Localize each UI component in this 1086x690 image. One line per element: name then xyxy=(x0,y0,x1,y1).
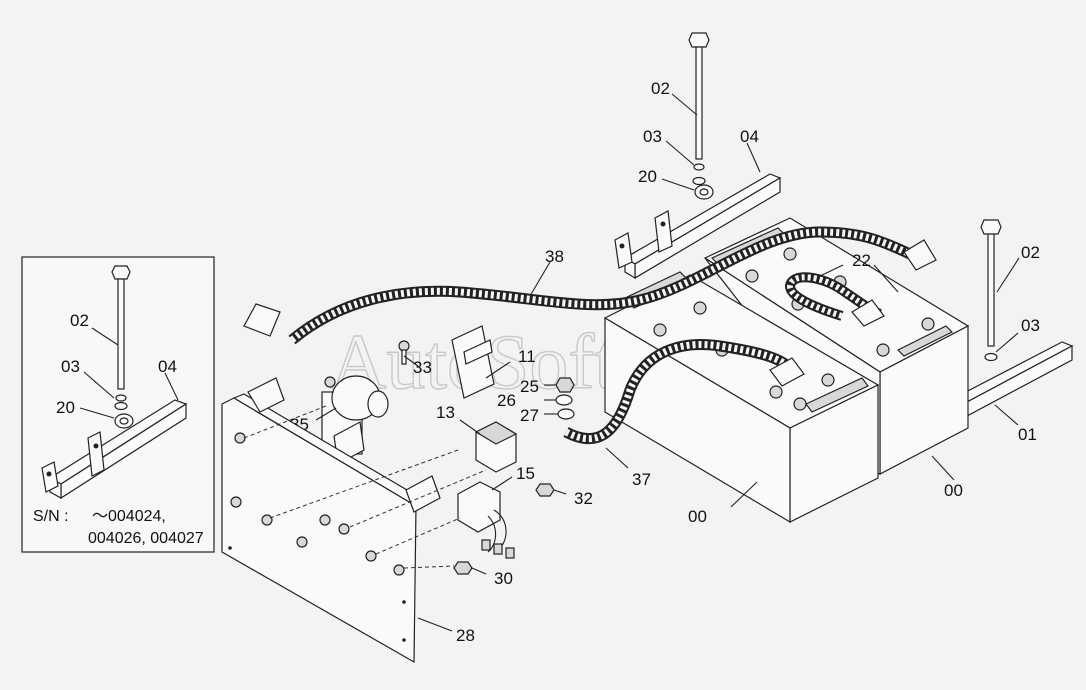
callout-00-left: 00 xyxy=(688,507,707,526)
relay-15 xyxy=(457,481,515,559)
top-bracket-assembly xyxy=(614,32,782,280)
callout-20-top: 20 xyxy=(638,167,657,186)
callout-32: 32 xyxy=(574,489,593,508)
relay-13 xyxy=(474,421,518,473)
callout-30: 30 xyxy=(494,569,513,588)
callout-04-top: 04 xyxy=(740,127,759,146)
inset-callout-20: 20 xyxy=(56,398,75,417)
callout-02-top: 02 xyxy=(651,79,670,98)
inset-callout-04: 04 xyxy=(158,357,177,376)
inset-bolt xyxy=(111,265,131,411)
inset-bracket-bar xyxy=(41,399,188,500)
callout-38: 38 xyxy=(545,247,564,266)
cable-22 xyxy=(784,272,885,327)
inset-serial-label: S/N : xyxy=(33,508,69,525)
callout-27: 27 xyxy=(520,406,539,425)
bolt-30 xyxy=(453,561,487,575)
switch-bracket-11 xyxy=(451,325,495,399)
bolt-33 xyxy=(398,340,410,365)
callout-02-right: 02 xyxy=(1021,243,1040,262)
callout-03-top: 03 xyxy=(643,127,662,146)
callout-11: 11 xyxy=(518,347,536,366)
callout-37: 37 xyxy=(632,470,651,489)
callout-22: 22 xyxy=(852,251,871,270)
inset-serial-line1: ～004024, xyxy=(92,508,166,525)
mounting-plate-28 xyxy=(221,377,441,664)
washer-27 xyxy=(557,408,575,420)
inset-callout-03: 03 xyxy=(61,357,80,376)
callout-26: 26 xyxy=(497,391,516,410)
callout-25: 25 xyxy=(520,377,539,396)
callout-01: 01 xyxy=(1018,425,1037,444)
callout-13: 13 xyxy=(436,403,455,422)
callout-33: 33 xyxy=(413,358,432,377)
callout-00-right: 00 xyxy=(944,481,963,500)
inset-clamp xyxy=(114,413,134,429)
inset-box: 02 03 04 20 S/N : ～004024, 004026, 00402… xyxy=(21,256,215,553)
washer-26 xyxy=(555,394,573,406)
callout-03-right: 03 xyxy=(1021,316,1040,335)
bolt-32 xyxy=(535,483,567,497)
inset-serial-line2: 004026, 004027 xyxy=(88,530,204,547)
callout-15: 15 xyxy=(516,464,535,483)
nut-25 xyxy=(555,377,575,393)
callout-28: 28 xyxy=(456,626,475,645)
cable-37 xyxy=(563,339,805,445)
cable-38 xyxy=(243,226,937,345)
inset-callout-02: 02 xyxy=(70,311,89,330)
